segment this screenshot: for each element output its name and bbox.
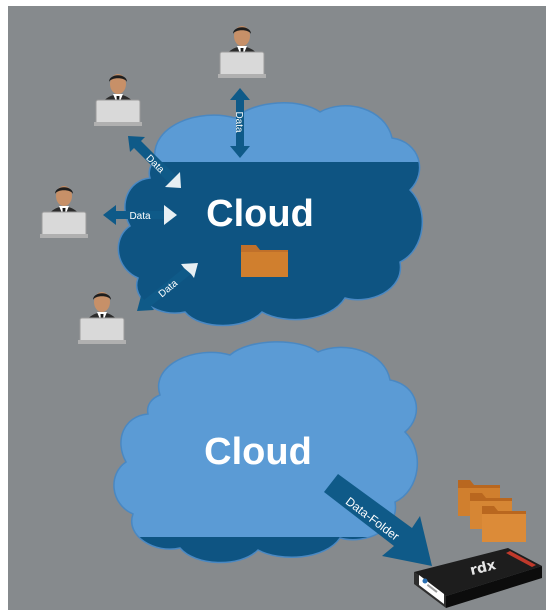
data-arrow-vertical-label: Data bbox=[233, 111, 244, 133]
folder-icon bbox=[241, 245, 288, 277]
user-laptop-icon bbox=[94, 74, 142, 126]
bottom-cloud-label: Cloud bbox=[204, 431, 312, 473]
user-laptop-icon bbox=[78, 292, 126, 344]
folder-stack bbox=[458, 480, 526, 542]
user-laptop-icon bbox=[218, 26, 266, 78]
top-cloud-label: Cloud bbox=[206, 193, 314, 235]
rdx-brand-label: rdx bbox=[468, 557, 497, 579]
rdx-cartridge-icon: rdx bbox=[414, 548, 542, 608]
data-arrow-horizontal: Data bbox=[103, 205, 177, 225]
user-laptop-icon bbox=[40, 186, 88, 238]
data-arrow-horizontal-label: Data bbox=[129, 211, 151, 222]
data-arrow-vertical: Data bbox=[230, 88, 250, 158]
folder-icon bbox=[482, 506, 526, 542]
